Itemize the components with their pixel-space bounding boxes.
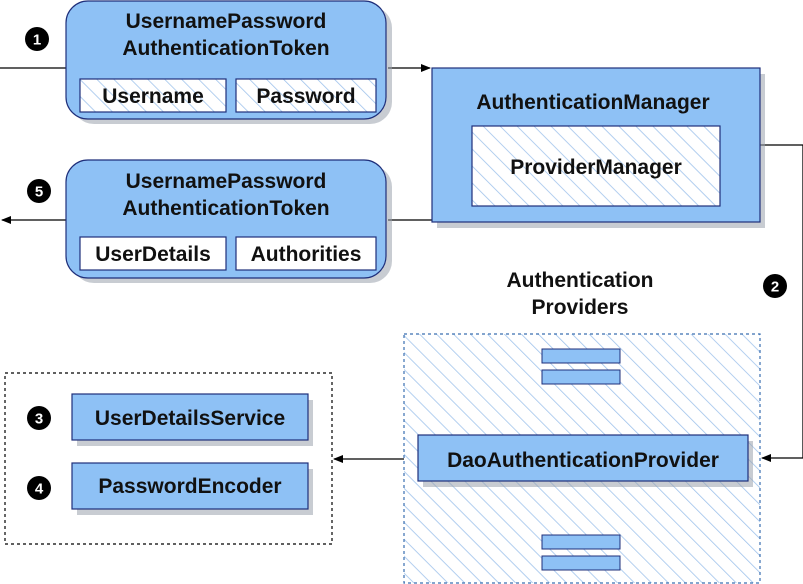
input-authentication-token: UsernamePassword AuthenticationToken Use… bbox=[65, 0, 392, 124]
svg-text:1: 1 bbox=[33, 32, 41, 49]
providers-heading-line2: Providers bbox=[532, 296, 629, 319]
svg-text:2: 2 bbox=[771, 279, 779, 296]
provider-stub-bottom-1 bbox=[541, 534, 621, 550]
provider-stub-bottom-2 bbox=[541, 555, 621, 571]
manager-to-dao-arrow bbox=[760, 144, 803, 462]
user-details-field: UserDetails bbox=[95, 243, 211, 266]
svg-text:3: 3 bbox=[35, 411, 43, 428]
authentication-manager: AuthenticationManager ProviderManager bbox=[431, 67, 765, 228]
output-token-title-line1: UsernamePassword bbox=[126, 170, 327, 193]
step-marker-2: 2 bbox=[763, 274, 787, 298]
input-token-title-line1: UsernamePassword bbox=[126, 10, 327, 33]
providers-heading-line1: Authentication bbox=[507, 269, 654, 292]
password-encoder: PasswordEncoder bbox=[98, 475, 281, 498]
step-marker-1: 1 bbox=[25, 27, 49, 51]
provider-manager-label: ProviderManager bbox=[510, 156, 682, 179]
authentication-manager-title: AuthenticationManager bbox=[476, 91, 709, 114]
svg-text:5: 5 bbox=[35, 184, 43, 201]
user-details-service: UserDetailsService bbox=[95, 407, 285, 430]
step-marker-5: 5 bbox=[27, 179, 51, 203]
provider-stub-top-1 bbox=[541, 348, 621, 364]
password-field: Password bbox=[256, 85, 355, 108]
output-token-title-line2: AuthenticationToken bbox=[122, 197, 329, 220]
authorities-field: Authorities bbox=[251, 243, 362, 266]
svg-text:4: 4 bbox=[35, 481, 44, 498]
dao-authentication-provider: DaoAuthenticationProvider bbox=[447, 449, 719, 472]
username-field: Username bbox=[102, 85, 204, 108]
step-marker-4: 4 bbox=[27, 476, 51, 500]
output-authentication-token: UsernamePassword AuthenticationToken Use… bbox=[65, 159, 392, 283]
provider-stub-top-2 bbox=[541, 369, 621, 385]
step-marker-3: 3 bbox=[27, 406, 51, 430]
services-container: UserDetailsService PasswordEncoder bbox=[4, 372, 333, 545]
authentication-providers-container: DaoAuthenticationProvider bbox=[403, 333, 761, 584]
input-token-title-line2: AuthenticationToken bbox=[122, 37, 329, 60]
